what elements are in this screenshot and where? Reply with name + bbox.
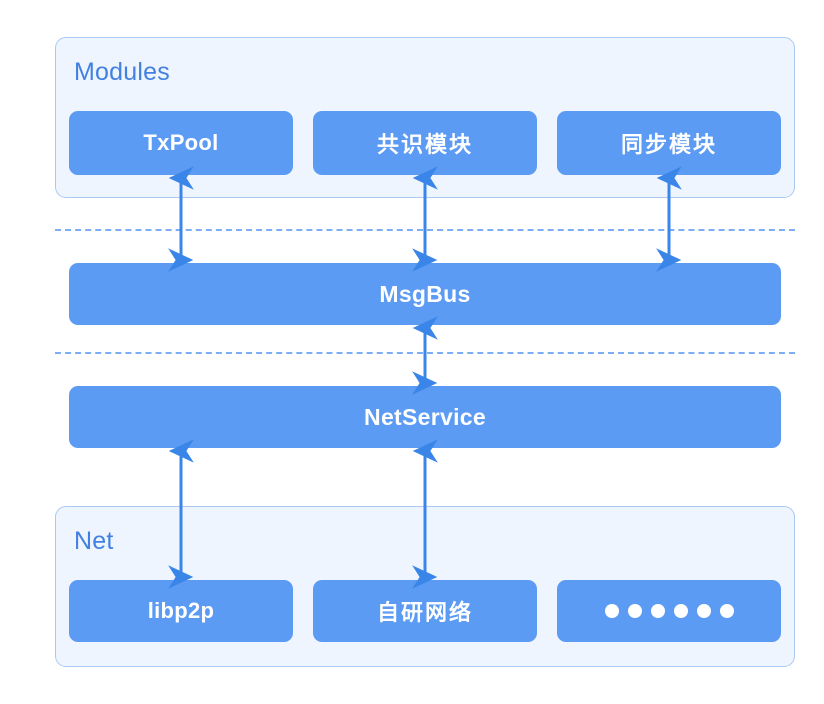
divider-msgbus-netservice: [55, 352, 795, 354]
group-net-title: Net: [74, 527, 114, 555]
bar-netservice[interactable]: NetService: [69, 386, 781, 448]
ellipsis-dots-icon: [604, 604, 734, 618]
box-consensus-module[interactable]: 共识模块: [313, 111, 537, 175]
box-libp2p[interactable]: libp2p: [69, 580, 293, 642]
bar-msgbus[interactable]: MsgBus: [69, 263, 781, 325]
group-modules-title: Modules: [74, 58, 170, 86]
box-sync-module[interactable]: 同步模块: [557, 111, 781, 175]
box-more-networks[interactable]: [557, 580, 781, 642]
box-txpool[interactable]: TxPool: [69, 111, 293, 175]
divider-modules-msgbus: [55, 229, 795, 231]
box-self-developed-network[interactable]: 自研网络: [313, 580, 537, 642]
